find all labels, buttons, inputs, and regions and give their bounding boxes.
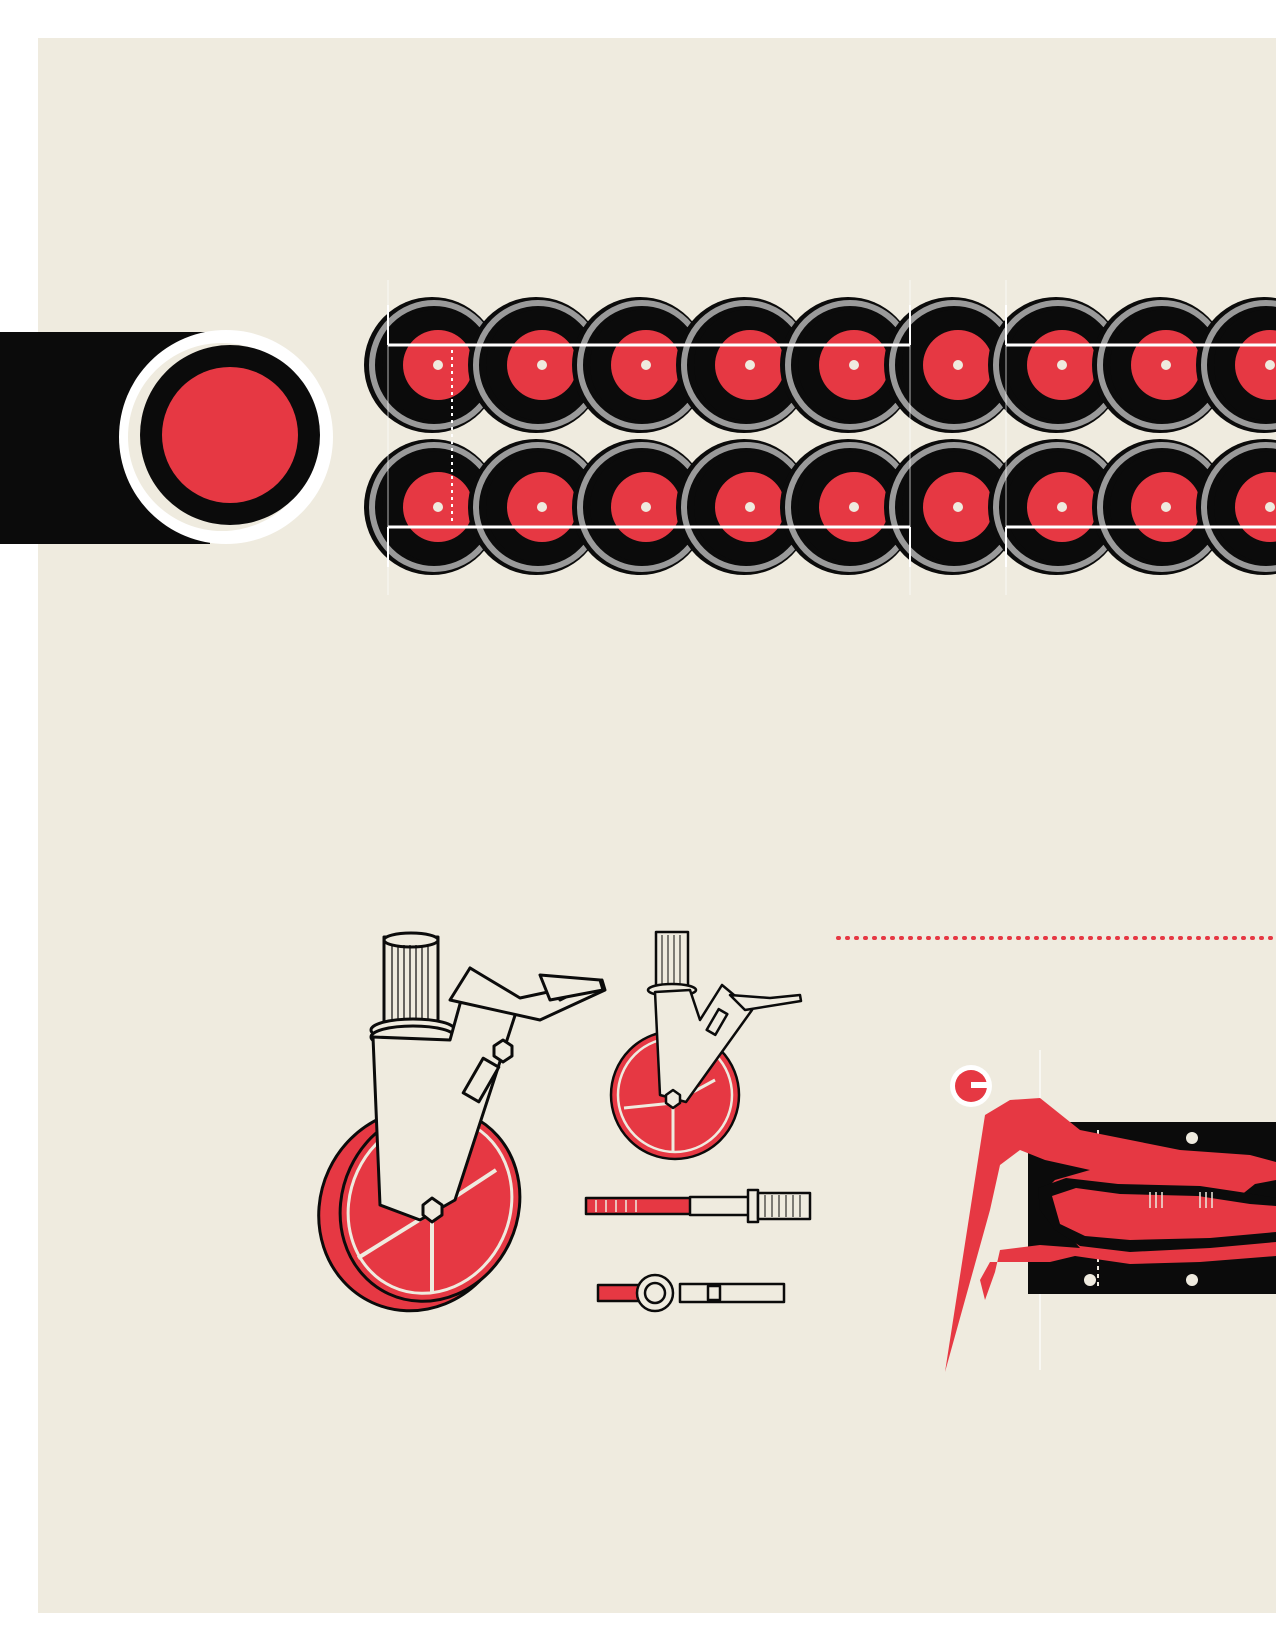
wheel <box>884 297 1020 433</box>
wheel <box>572 439 708 575</box>
wheel <box>364 297 500 433</box>
wheel <box>780 297 916 433</box>
wheel <box>988 439 1124 575</box>
axle-top-view-icon <box>596 1273 786 1313</box>
wheel <box>1196 439 1276 575</box>
wheel <box>1092 297 1228 433</box>
wheel-rows <box>364 280 1276 595</box>
small-caster-wheel-icon <box>609 930 803 1161</box>
axle-side-view-icon <box>584 1188 812 1224</box>
large-caster-wheel-icon <box>317 931 607 1313</box>
red-figure-over-belt-icon <box>945 1050 1276 1372</box>
wheel <box>572 297 708 433</box>
wheel <box>468 439 604 575</box>
wheel <box>676 439 812 575</box>
wheel <box>364 439 500 575</box>
wheel <box>468 297 604 433</box>
big-red-disc-icon <box>0 330 333 544</box>
wheel <box>1196 297 1276 433</box>
lower-wheel-row <box>364 439 1276 575</box>
wheel <box>884 439 1020 575</box>
wheel <box>676 297 812 433</box>
upper-wheel-row <box>364 297 1276 433</box>
wheel <box>988 297 1124 433</box>
wheel <box>1092 439 1228 575</box>
